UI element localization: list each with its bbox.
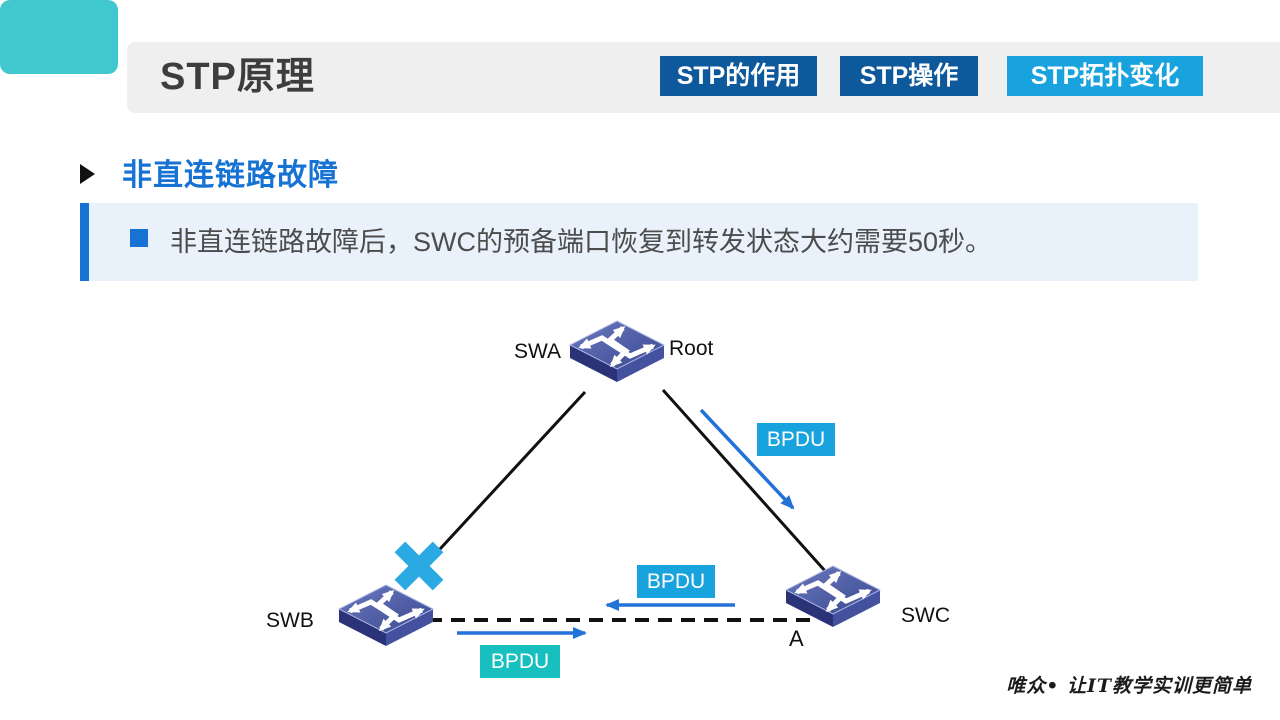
label-swa: SWA	[513, 340, 561, 363]
nav-button-stp-role[interactable]: STP的作用	[660, 56, 817, 96]
bpdu-badge-bottom: BPDU	[480, 645, 560, 678]
note-box	[80, 203, 1198, 281]
section-heading: 非直连链路故障	[122, 159, 339, 192]
note-text: 非直连链路故障后，SWC的预备端口恢复到转发状态大约需要50秒。	[170, 227, 993, 257]
watermark-text: 唯众• 让IT教学实训更简单	[1006, 675, 1252, 697]
link-failure-cross-icon	[394, 541, 444, 591]
nav-button-stp-topology-change[interactable]: STP拓扑变化	[1007, 56, 1203, 96]
bpdu-badge-right-link: BPDU	[757, 423, 835, 456]
label-swb: SWB	[266, 609, 314, 632]
link-swa-swc	[661, 388, 828, 574]
accent-corner-block	[0, 0, 118, 74]
triangle-bullet-icon	[80, 164, 95, 184]
switch-swc-icon	[784, 565, 882, 627]
square-bullet-icon	[130, 229, 148, 247]
nav-button-stp-operation[interactable]: STP操作	[840, 56, 978, 96]
page-title: STP原理	[160, 56, 315, 98]
label-root: Root	[669, 337, 714, 360]
label-swc: SWC	[901, 604, 950, 627]
label-port-a: A	[789, 626, 804, 651]
bpdu-badge-middle: BPDU	[637, 565, 715, 598]
switch-swa-icon	[568, 320, 666, 382]
bpdu-arrow-swa-to-swc	[699, 408, 795, 510]
switch-swb-icon	[337, 584, 435, 646]
